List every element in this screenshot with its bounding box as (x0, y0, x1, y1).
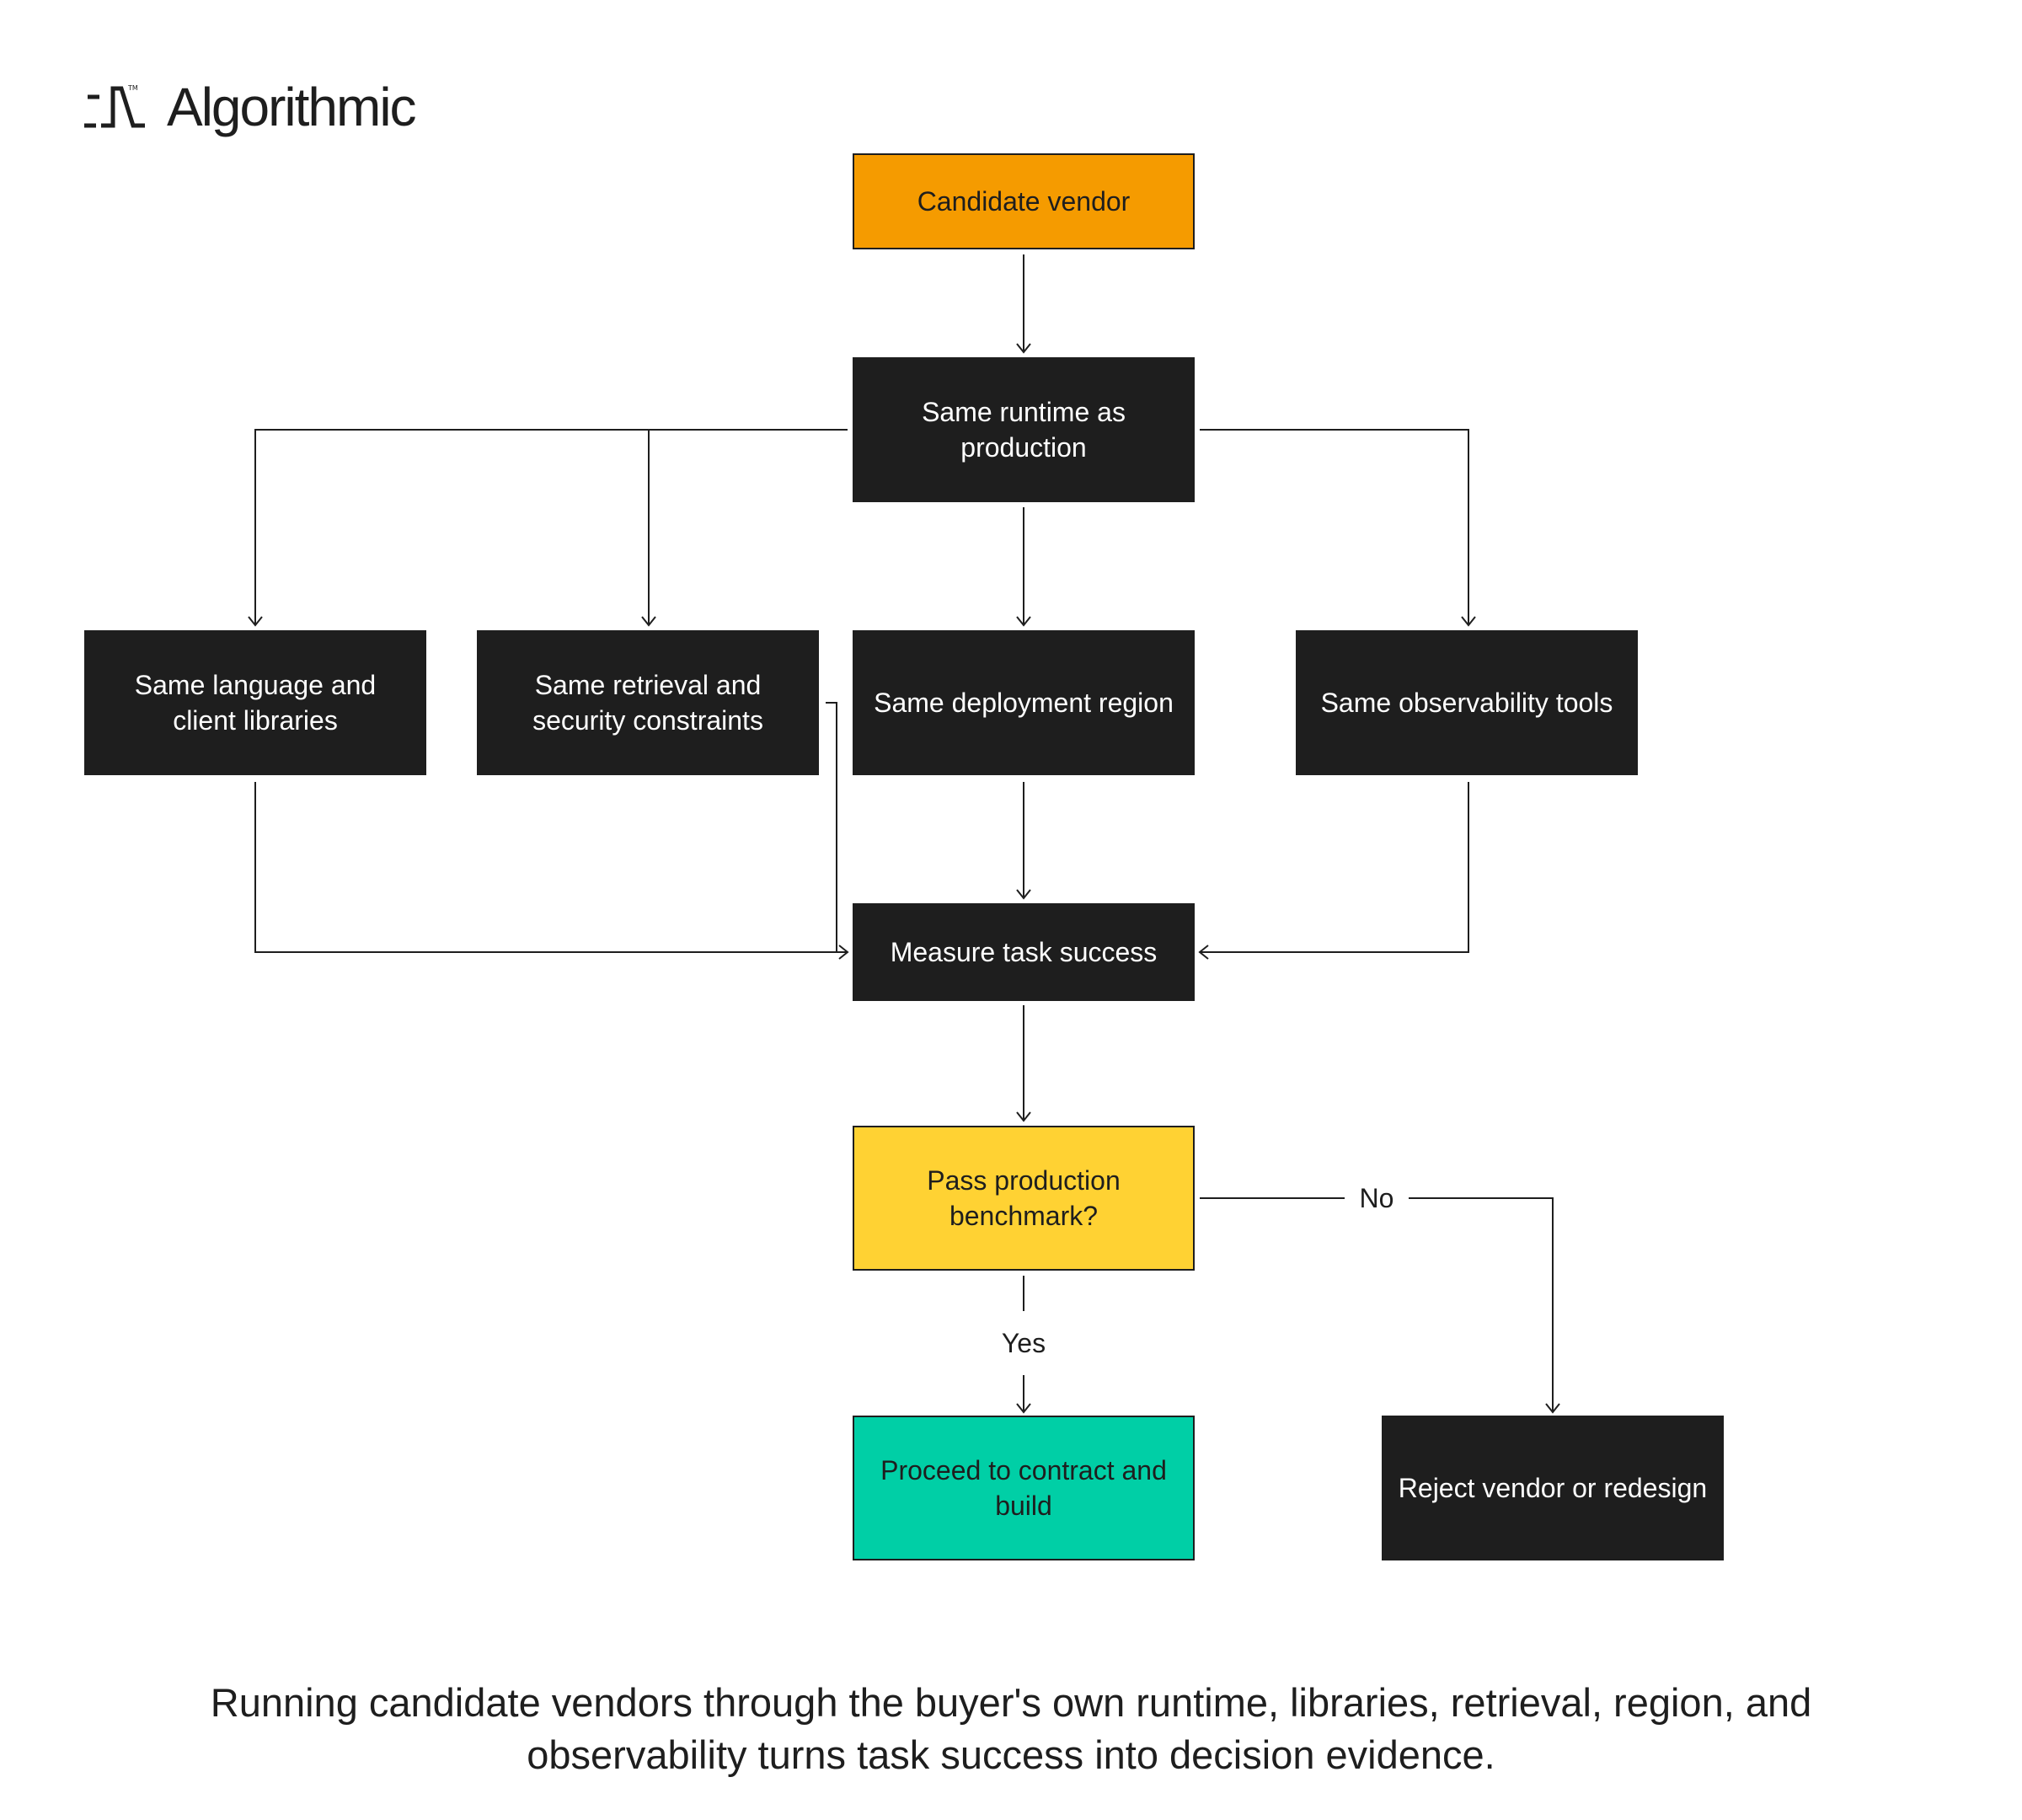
edge-language-to-measure (254, 782, 848, 953)
node-same-runtime: Same runtime as production (853, 357, 1195, 502)
edge-label-yes: Yes (1001, 1328, 1046, 1358)
node-pass-benchmark: Pass production benchmark? (853, 1126, 1195, 1271)
svg-text:TM: TM (127, 84, 138, 92)
node-same-retrieval: Same retrieval and security constraints (477, 630, 819, 775)
algorithmic-logo-icon: TM (84, 84, 145, 128)
edge-runtime-to-language (254, 429, 848, 625)
edge-pass-to-reject-right (1409, 1197, 1554, 1412)
brand-logo: TM Algorithmic (84, 77, 417, 137)
figure-caption: Running candidate vendors through the bu… (210, 1680, 1812, 1777)
edge-label-no: No (1359, 1183, 1394, 1213)
node-same-language: Same language and client libraries (84, 630, 426, 775)
node-reject: Reject vendor or redesign (1382, 1416, 1724, 1560)
edge-observability-to-measure (1200, 782, 1469, 953)
node-candidate-vendor: Candidate vendor (853, 153, 1195, 249)
node-same-region: Same deployment region (853, 630, 1195, 775)
node-measure-success: Measure task success (853, 903, 1195, 1001)
brand-name: Algorithmic (167, 77, 417, 137)
edge-retrieval-to-measure (826, 702, 837, 952)
node-proceed: Proceed to contract and build (853, 1416, 1195, 1560)
node-same-observability: Same observability tools (1296, 630, 1638, 775)
edge-runtime-to-observability (1200, 429, 1469, 625)
